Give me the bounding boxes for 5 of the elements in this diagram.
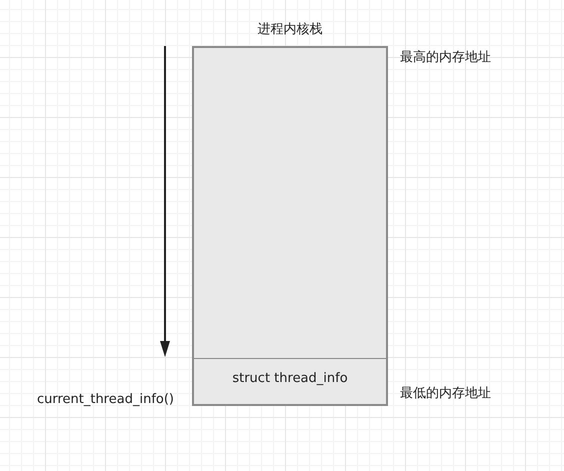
section-label: struct thread_info <box>232 371 348 386</box>
address-label: 最低的内存地址 <box>400 385 491 402</box>
address-label: 最高的内存地址 <box>400 49 491 66</box>
stack-title: 进程内核栈 <box>258 21 322 38</box>
function-label: current_thread_info() <box>36 392 174 407</box>
